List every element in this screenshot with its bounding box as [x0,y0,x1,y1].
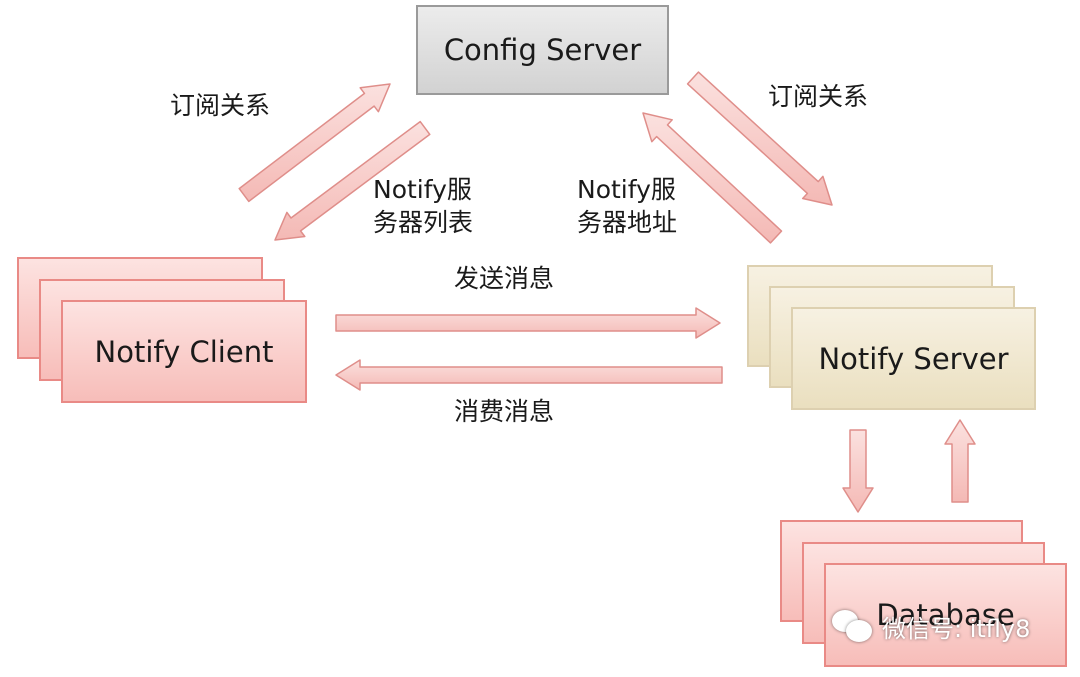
db-to-server-arrow [944,419,976,503]
consume-message-label: 消费消息 [454,397,555,426]
subscribe-label-right: 订阅关系 [768,82,869,111]
consume-message-arrow [335,359,723,391]
server-list-label: Notify服 务器列表 [373,173,473,239]
config-server-label: Config Server [443,33,642,67]
server-address-arrow [642,112,783,244]
database-label: Database [876,598,1015,632]
notify-server-label: Notify Server [818,341,1009,376]
server-to-db-arrow [842,429,874,513]
server-address-line-2: 务器地址 [577,208,678,237]
notify-client-node: Notify Client [61,300,307,403]
send-message-arrow [335,307,721,339]
server-list-arrow [274,120,431,241]
notify-client-label: Notify Client [94,334,274,369]
wechat-logo-icon [832,608,874,644]
config-server-node: Config Server [416,5,669,95]
notify-server-node: Notify Server [791,307,1036,410]
subscribe-label-left: 订阅关系 [170,91,271,120]
watermark-text: 微信号: itfly8 [882,614,1031,643]
send-message-label: 发送消息 [454,264,555,293]
subscribe-arrow-left [238,83,391,203]
server-list-line-1: Notify服 [373,175,472,204]
server-list-line-2: 务器列表 [373,208,474,237]
subscribe-arrow-right [686,71,833,206]
wechat-watermark: 微信号: itfly8 [832,604,1030,648]
database-node: Database [824,563,1067,667]
server-address-label: Notify服 务器地址 [577,173,677,239]
server-address-line-1: Notify服 [577,175,676,204]
